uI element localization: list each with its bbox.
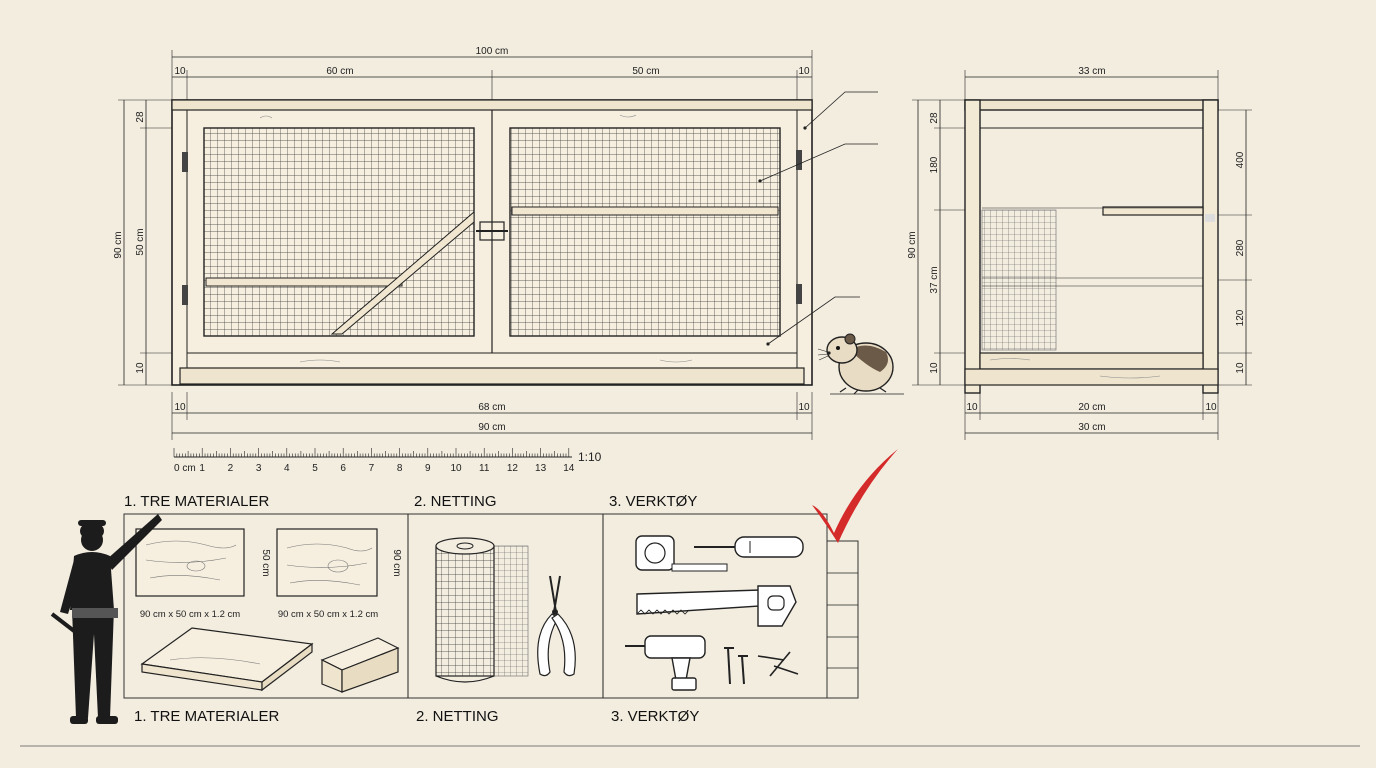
board-1-side: 50 cm: [260, 549, 271, 576]
scale-label: 13: [535, 463, 547, 474]
checklist: [826, 540, 859, 699]
checkmark-icon: [812, 449, 898, 543]
dim-side-left-upper: 180: [929, 156, 940, 173]
dim-base-right: 10: [798, 402, 810, 413]
dim-side-height-mid: 37 cm: [929, 266, 940, 293]
dim-height-total: 90 cm: [113, 231, 124, 258]
heading-netting-top: 2. NETTING: [414, 493, 497, 510]
dim-top-rail: 28: [135, 111, 146, 123]
screwdriver-icon: [694, 536, 804, 558]
dim-side-right-top: 400: [1235, 151, 1246, 168]
dim-base-inner: 68 cm: [478, 402, 505, 413]
dim-right-post: 10: [798, 66, 810, 77]
heading-wood-bottom: 1. TRE MATERIALER: [134, 708, 279, 725]
worker-silhouette: [50, 514, 162, 724]
dim-side-left-post: 10: [966, 402, 978, 413]
wire-cutter-icon: [537, 575, 576, 677]
materials-panel: 1. TRE MATERIALER 2. NETTING 3. VERKTØY …: [123, 449, 898, 725]
scale-label: 6: [340, 463, 346, 474]
scale-label: 14: [563, 463, 575, 474]
dim-base-total: 90 cm: [478, 422, 505, 433]
scale-label: 5: [312, 463, 318, 474]
dim-height-mid: 50 cm: [135, 228, 146, 255]
dim-overall-width: 100 cm: [476, 46, 509, 57]
wood-board-2: 90 cm 90 cm x 50 cm x 1.2 cm: [276, 528, 402, 620]
board-1-size: 90 cm x 50 cm x 1.2 cm: [140, 609, 240, 620]
scale-label: 0 cm: [174, 463, 196, 474]
dim-base-left: 10: [174, 402, 186, 413]
dim-side-height-total: 90 cm: [907, 231, 918, 258]
front-view: 100 cm 10 60 cm 50 cm 10 90 cm 50 cm 28 …: [113, 46, 878, 440]
drill-icon: [625, 635, 706, 691]
mesh-roll: [435, 537, 529, 683]
scale-label: 2: [228, 463, 234, 474]
side-view: 33 cm 90 cm 28 180 37 cm 10 400 280 120 …: [907, 66, 1252, 440]
handsaw-icon: [636, 585, 797, 627]
dim-side-width-inner: 20 cm: [1078, 402, 1105, 413]
dim-bottom-rail: 10: [135, 362, 146, 374]
tape-measure-icon: [635, 535, 728, 572]
scale-label: 9: [425, 463, 431, 474]
dim-side-left-top: 28: [929, 112, 940, 124]
board-2-side: 90 cm: [391, 549, 402, 576]
dim-side-right-bottom: 10: [1235, 362, 1246, 374]
wood-block: [320, 637, 400, 693]
wood-board-1: 50 cm 90 cm x 50 cm x 1.2 cm: [135, 528, 271, 620]
heading-tools-top: 3. VERKTØY: [609, 493, 697, 510]
board-2-size: 90 cm x 50 cm x 1.2 cm: [278, 609, 378, 620]
screws-icon: [724, 647, 799, 685]
plank-stack: [140, 627, 314, 692]
dim-left-post: 10: [174, 66, 186, 77]
dim-side-left-bottom: 10: [929, 362, 940, 374]
scale-label: 8: [397, 463, 403, 474]
scale-label: 4: [284, 463, 290, 474]
dim-side-width-top: 33 cm: [1078, 66, 1105, 77]
dim-side-right-post: 10: [1205, 402, 1217, 413]
scale-ratio: 1:10: [578, 450, 602, 464]
dim-right-section: 50 cm: [632, 66, 659, 77]
scale-label: 11: [479, 463, 490, 474]
heading-tools-bottom: 3. VERKTØY: [611, 708, 699, 725]
scale-label: 12: [507, 463, 519, 474]
scale-label: 1: [199, 463, 205, 474]
dim-side-right-mid: 280: [1235, 239, 1246, 256]
dim-side-right-low: 120: [1235, 309, 1246, 326]
scale-label: 10: [450, 463, 462, 474]
heading-netting-bottom: 2. NETTING: [416, 708, 499, 725]
scale-label: 7: [369, 463, 375, 474]
heading-wood-top: 1. TRE MATERIALER: [124, 493, 269, 510]
hamster-illustration: [817, 333, 904, 395]
dim-left-section: 60 cm: [326, 66, 353, 77]
scale-label: 3: [256, 463, 262, 474]
dim-side-width-total: 30 cm: [1078, 422, 1105, 433]
